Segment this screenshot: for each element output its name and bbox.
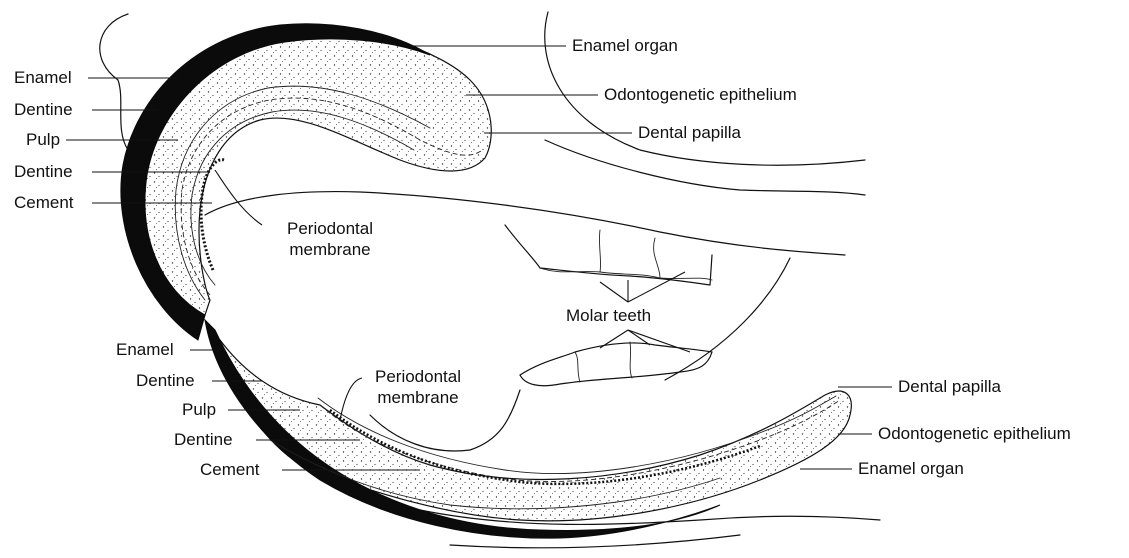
- label-lower-dental-papilla: Dental papilla: [898, 377, 1001, 397]
- label-lower-dentine-inner: Dentine: [174, 430, 233, 450]
- label-upper-dentine-outer: Dentine: [14, 100, 73, 120]
- label-upper-dentine-inner: Dentine: [14, 162, 73, 182]
- label-lower-enamel-organ: Enamel organ: [858, 459, 964, 479]
- label-lower-periodontal-membrane: Periodontal membrane: [358, 366, 478, 408]
- label-lower-pulp: Pulp: [182, 400, 216, 420]
- lower-incisor: [205, 320, 851, 538]
- label-upper-odontogenetic-epithelium: Odontogenetic epithelium: [604, 85, 797, 105]
- label-lower-odontogenetic-epithelium: Odontogenetic epithelium: [878, 424, 1071, 444]
- lower-molars: [520, 342, 712, 386]
- label-lower-cement: Cement: [200, 460, 260, 480]
- label-upper-enamel-organ: Enamel organ: [572, 36, 678, 56]
- label-molar-teeth: Molar teeth: [566, 306, 651, 326]
- label-lower-enamel: Enamel: [116, 340, 174, 360]
- label-upper-pulp: Pulp: [26, 130, 60, 150]
- label-upper-dental-papilla: Dental papilla: [638, 123, 741, 143]
- label-upper-cement: Cement: [14, 193, 74, 213]
- label-lower-dentine-outer: Dentine: [136, 371, 195, 391]
- upper-incisor: [121, 24, 491, 340]
- label-upper-periodontal-membrane: Periodontal membrane: [270, 218, 390, 260]
- upper-molars: [505, 225, 712, 285]
- label-upper-enamel: Enamel: [14, 68, 72, 88]
